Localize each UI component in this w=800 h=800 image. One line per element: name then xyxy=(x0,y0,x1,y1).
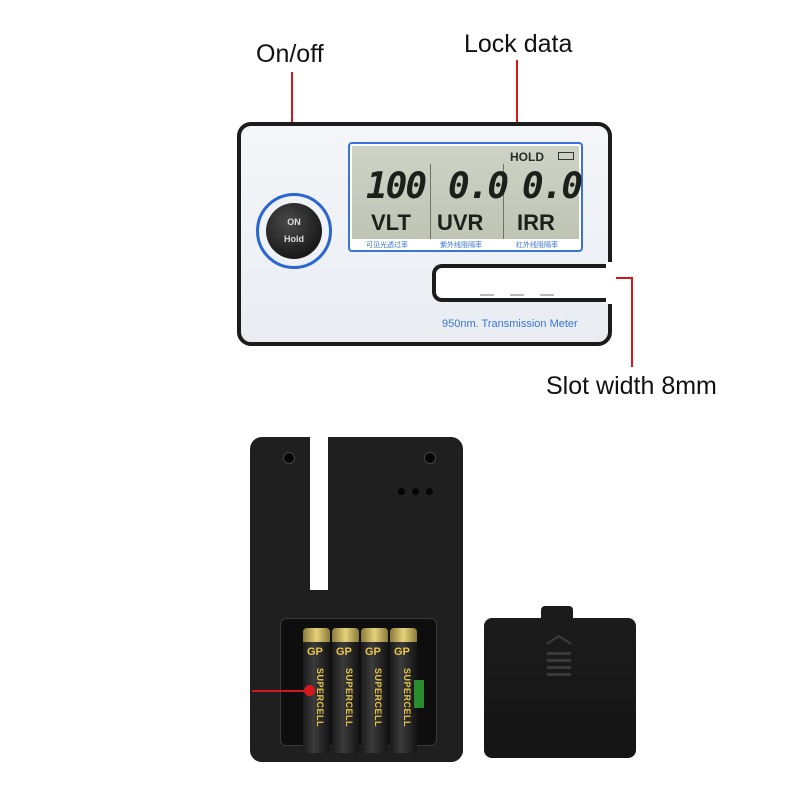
battery-3: GP SUPERCELL xyxy=(361,628,388,753)
lcd-captions: 可见光透过率 紫外线阻隔率 红外线阻隔率 xyxy=(352,240,579,250)
on-off-callout: On/off xyxy=(256,40,324,68)
slot-sensor-marks xyxy=(480,283,590,296)
speaker-vent-2 xyxy=(412,488,419,495)
button-label-on: ON xyxy=(287,217,301,227)
lock-data-callout-line xyxy=(516,60,518,134)
battery-4: GP SUPERCELL xyxy=(390,628,417,753)
power-button-ring xyxy=(256,193,332,269)
lcd-screen xyxy=(352,146,579,239)
vlt-reading: 100 xyxy=(366,166,427,207)
speaker-vent-1 xyxy=(398,488,405,495)
screw-hole-left xyxy=(283,452,295,464)
battery-contact-board xyxy=(414,680,424,708)
battery-label: SUPERCELL xyxy=(373,668,383,728)
battery-cover[interactable] xyxy=(484,618,636,758)
hold-indicator: HOLD xyxy=(510,150,544,164)
caption-vlt: 可见光透过率 xyxy=(366,242,408,249)
slot-width-callout: Slot width 8mm xyxy=(546,372,717,400)
back-slot xyxy=(310,437,328,590)
caption-uvr: 紫外线阻隔率 xyxy=(440,242,482,249)
battery-callout-dot xyxy=(304,685,315,696)
screw-hole-right xyxy=(424,452,436,464)
lcd-divider-1 xyxy=(430,164,431,239)
battery-level-icon xyxy=(558,152,574,160)
lcd-divider-2 xyxy=(503,164,504,239)
slot-width-callout-line-h xyxy=(604,277,632,279)
battery-label: SUPERCELL xyxy=(315,668,325,728)
battery-logo: GP xyxy=(307,646,323,658)
measurement-slot xyxy=(432,264,612,302)
battery-logo: GP xyxy=(336,646,352,658)
button-label-hold: Hold xyxy=(284,234,304,244)
uvr-label: UVR xyxy=(437,210,484,235)
uvr-reading: 0.0 xyxy=(448,166,509,207)
power-hold-button[interactable] xyxy=(266,203,322,259)
speaker-vent-3 xyxy=(426,488,433,495)
slide-arrows-icon xyxy=(546,634,572,676)
vlt-label: VLT xyxy=(371,210,411,235)
battery-logo: GP xyxy=(365,646,381,658)
battery-label: SUPERCELL xyxy=(402,668,412,728)
lock-data-callout: Lock data xyxy=(464,30,573,58)
irr-label: IRR xyxy=(517,210,555,235)
irr-reading: 0.0 xyxy=(522,166,583,207)
battery-2: GP SUPERCELL xyxy=(332,628,359,753)
caption-irr: 红外线阻隔率 xyxy=(516,242,558,249)
battery-logo: GP xyxy=(394,646,410,658)
battery-callout-line xyxy=(252,690,310,692)
slot-opening xyxy=(606,262,616,304)
battery-label: SUPERCELL xyxy=(344,668,354,728)
model-text: 950nm. Transmission Meter xyxy=(442,318,578,330)
slot-width-callout-line xyxy=(631,277,633,367)
